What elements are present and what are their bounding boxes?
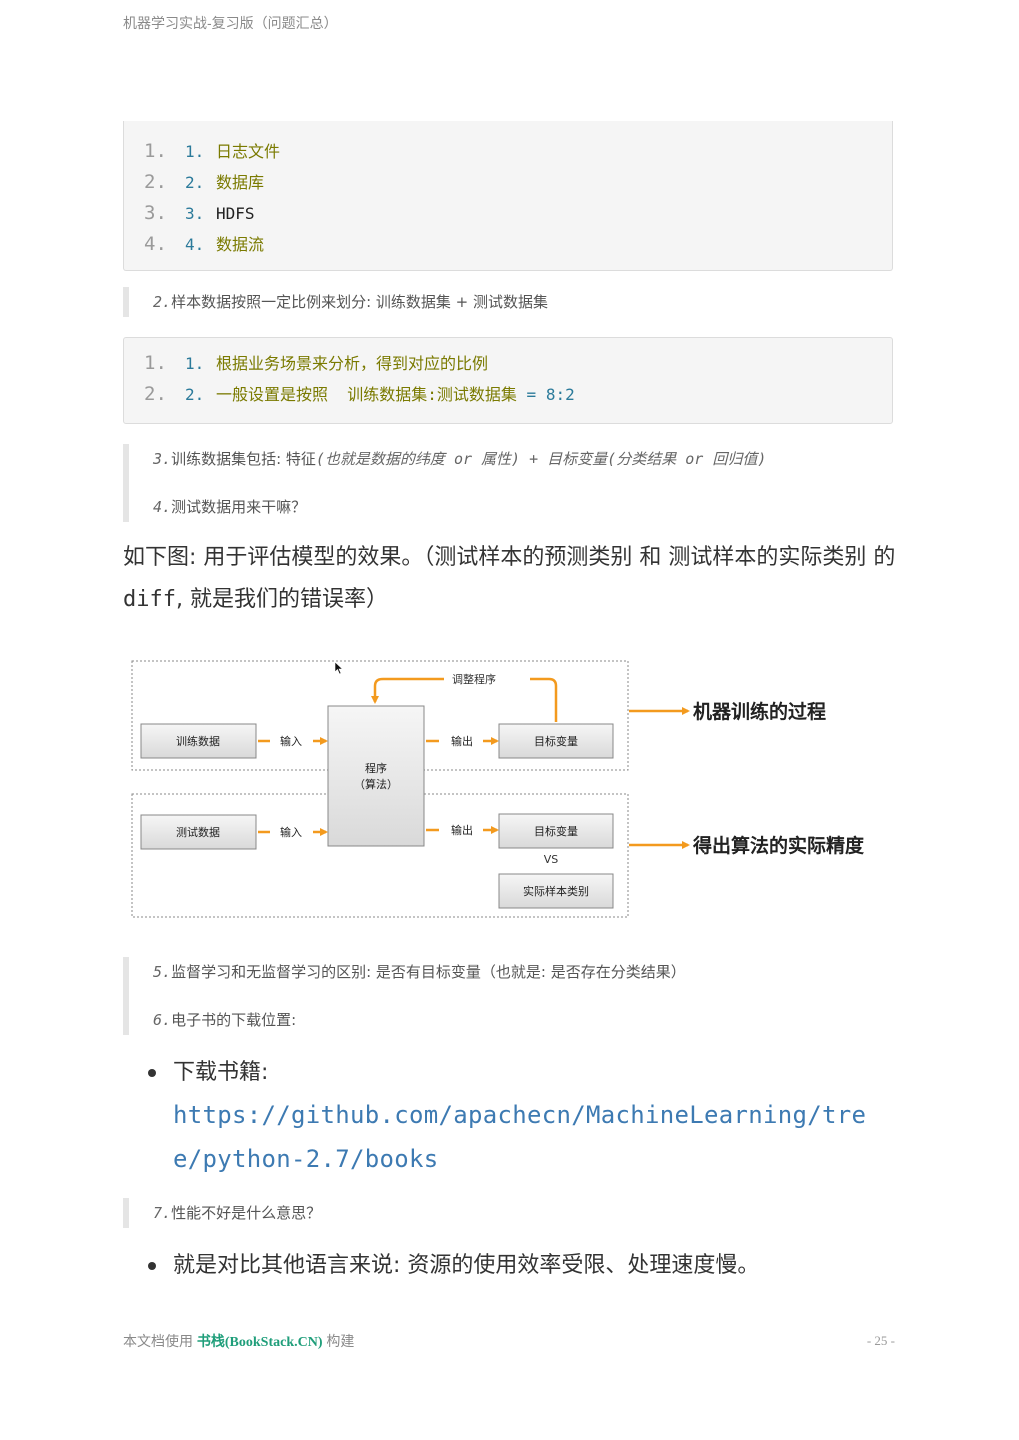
code-text-ratio: = 8:2 — [526, 385, 575, 404]
target-label-1: 目标变量 — [534, 734, 578, 748]
item-number: 2. — [185, 173, 205, 192]
code-text: 数据流 — [216, 235, 265, 254]
code-text: 日志文件 — [216, 142, 281, 161]
code-line: 2. 2. 数据库 — [124, 167, 892, 198]
right-label-training: 机器训练的过程 — [693, 700, 826, 723]
test-data-label: 测试数据 — [176, 825, 220, 839]
line-number: 1. — [144, 352, 167, 374]
paragraph-explanation: 如下图: 用于评估模型的效果。（测试样本的预测类别 和 测试样本的实际类别 的 d… — [123, 537, 898, 621]
question-number: 4. — [153, 498, 172, 516]
blockquote-q5-q6: 5.监督学习和无监督学习的区别: 是否有目标变量（也就是: 是否存在分类结果） … — [123, 957, 893, 1035]
code-line: 3. 3. HDFS — [124, 198, 892, 229]
question-text: 监督学习和无监督学习的区别: 是否有目标变量（也就是: 是否存在分类结果） — [171, 963, 686, 981]
algorithm-label: （算法） — [354, 777, 398, 791]
train-data-label: 训练数据 — [176, 734, 220, 748]
q3-text-e: (分类结果 — [607, 450, 686, 468]
para-code-diff: diff — [123, 587, 176, 612]
question-number: 5. — [153, 963, 172, 981]
code-text: 数据库 — [216, 173, 265, 192]
vs-label: VS — [544, 853, 559, 866]
code-block-ratio: 1. 1. 根据业务场景来分析，得到对应的比例 2. 2. 一般设置是按照 训练数据集:… — [123, 337, 893, 424]
line-number: 2. — [144, 171, 167, 193]
adjust-loop-arrow — [375, 677, 558, 722]
question-number: 2. — [153, 293, 172, 311]
list-item-performance: 就是对比其他语言来说: 资源的使用效率受限、处理速度慢。 — [148, 1245, 893, 1287]
question-text: 测试数据用来干嘛？ — [171, 498, 307, 516]
list-item-download: 下载书籍: https://github.com/apachecn/Machin… — [148, 1052, 893, 1182]
item-number: 1. — [185, 142, 205, 161]
input-label-2: 输入 — [280, 825, 302, 839]
item-number: 2. — [185, 385, 205, 404]
input-label-1: 输入 — [280, 734, 302, 748]
q3-or: or — [685, 450, 704, 468]
question-number: 7. — [153, 1204, 172, 1222]
code-text-main: 一般设置是按照 训练数据集:测试数据集 — [216, 385, 527, 404]
performance-text: 就是对比其他语言来说: 资源的使用效率受限、处理速度慢。 — [173, 1253, 760, 1278]
line-number: 3. — [144, 202, 167, 224]
code-line: 1. 1. 根据业务场景来分析，得到对应的比例 — [124, 348, 892, 379]
code-line: 1. 1. 日志文件 — [124, 136, 892, 167]
q3-text-d: 属性) + 目标变量 — [472, 450, 608, 468]
footer-suffix: 构建 — [322, 1333, 355, 1349]
bullet-dot — [148, 1262, 156, 1270]
blockquote-q2: 2.样本数据按照一定比例来划分: 训练数据集 + 测试数据集 — [123, 287, 893, 317]
code-block-sources: 1. 1. 日志文件 2. 2. 数据库 3. 3. HDFS 4. 4. 数据流 — [123, 121, 893, 271]
item-number: 1. — [185, 354, 205, 373]
target-box-1 — [498, 723, 614, 759]
right-label-accuracy: 得出算法的实际精度 — [692, 834, 865, 857]
mouse-cursor-icon — [334, 661, 344, 675]
line-number: 4. — [144, 233, 167, 255]
footer-brand-link[interactable]: 书栈(BookStack.CN) — [196, 1335, 323, 1350]
question-text: 性能不好是什么意思？ — [171, 1204, 322, 1222]
question-number: 3. — [153, 450, 172, 468]
page-number: - 25 - — [866, 1333, 895, 1348]
blockquote-q3-q4: 3.训练数据集包括: 特征(也就是数据的纬度 or 属性) + 目标变量(分类结… — [123, 444, 893, 522]
github-books-link[interactable]: https://github.com/apachecn/MachineLearn… — [173, 1101, 867, 1173]
adjust-label: 调整程序 — [452, 672, 496, 686]
q3-text-b: (也就是数据的纬度 — [315, 450, 454, 468]
output-label-2: 输出 — [451, 823, 473, 837]
code-line: 4. 4. 数据流 — [124, 229, 892, 260]
question-number: 6. — [153, 1011, 172, 1029]
q3-text-g: 回归值) — [703, 450, 767, 468]
blockquote-q7: 7.性能不好是什么意思？ — [123, 1198, 893, 1228]
code-line: 2. 2. 一般设置是按照 训练数据集:测试数据集 = 8:2 — [124, 379, 892, 410]
test-data-box — [140, 814, 257, 850]
actual-class-label: 实际样本类别 — [523, 884, 589, 898]
code-text: 一般设置是按照 训练数据集:测试数据集 = 8:2 — [216, 379, 575, 410]
target-box-2 — [498, 813, 614, 849]
item-number: 3. — [185, 204, 205, 223]
actual-class-box — [498, 873, 614, 909]
download-label: 下载书籍: — [173, 1060, 269, 1085]
code-text: 根据业务场景来分析，得到对应的比例 — [216, 354, 489, 373]
footer-prefix: 本文档使用 — [123, 1333, 197, 1349]
q3-text-a: 训练数据集包括: 特征 — [171, 450, 316, 468]
line-number: 1. — [144, 140, 167, 162]
question-text: 样本数据按照一定比例来划分: 训练数据集 + 测试数据集 — [171, 293, 548, 311]
program-label: 程序 — [365, 761, 387, 775]
ml-process-diagram: 调整程序 训练数据 输入 程序 （算法） 输出 目标变量 测试数据 输入 输出 … — [131, 660, 865, 918]
para-text-b: , 就是我们的错误率） — [175, 587, 388, 612]
footer-credit: 本文档使用 书栈(BookStack.CN) 构建 — [123, 1331, 354, 1351]
para-text-a: 如下图: 用于评估模型的效果。（测试样本的预测类别 和 测试样本的实际类别 的 — [123, 545, 896, 570]
question-text: 电子书的下载位置: — [171, 1011, 297, 1029]
running-header: 机器学习实战-复习版（问题汇总） — [123, 15, 338, 31]
program-box — [327, 705, 425, 847]
q3-or: or — [453, 450, 473, 468]
code-text: HDFS — [216, 204, 255, 223]
train-data-box — [140, 723, 257, 759]
output-label-1: 输出 — [451, 734, 473, 748]
bullet-dot — [148, 1069, 156, 1077]
line-number: 2. — [144, 383, 167, 405]
item-number: 4. — [185, 235, 205, 254]
target-label-2: 目标变量 — [534, 824, 578, 838]
